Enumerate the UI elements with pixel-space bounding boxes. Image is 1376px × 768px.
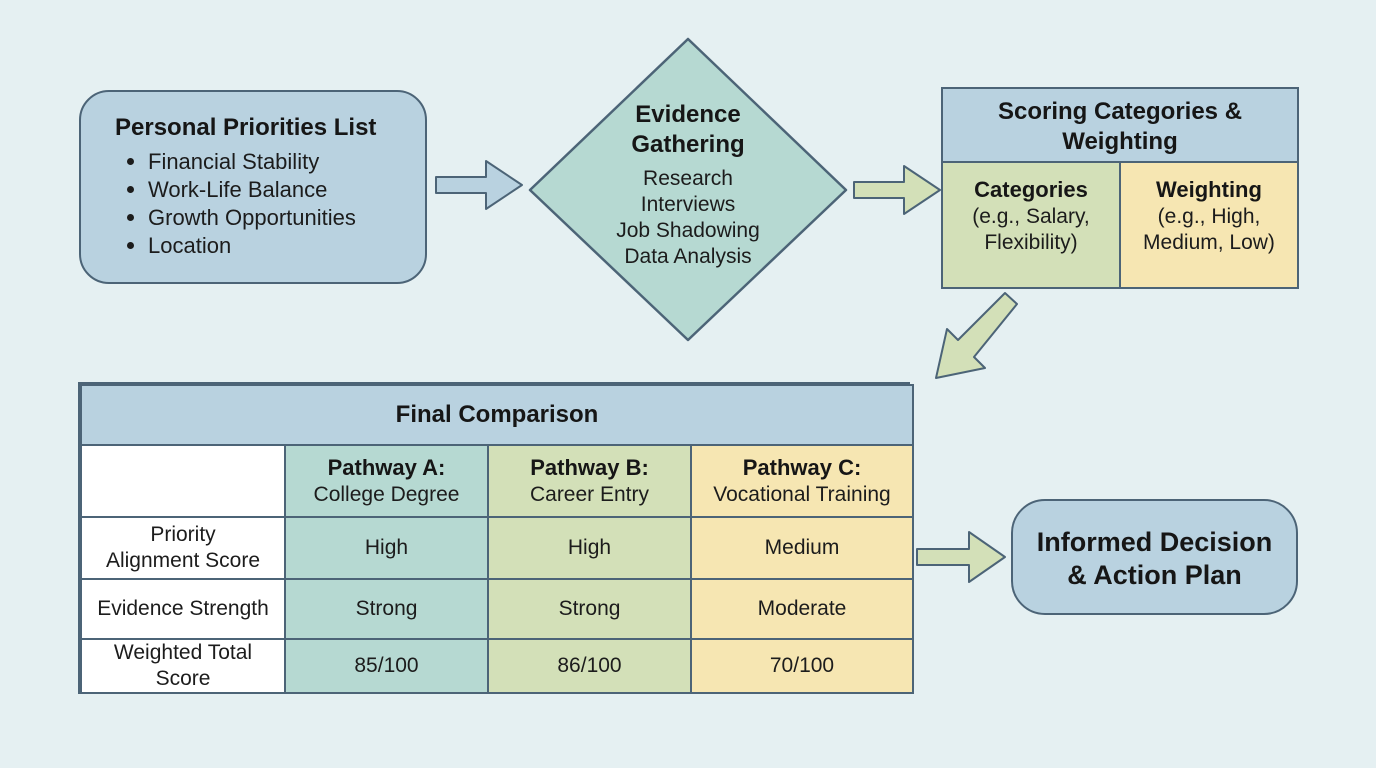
bullet-icon xyxy=(127,185,134,193)
pathway-name: Pathway B: xyxy=(530,454,649,480)
row-label: Weighted Total Score xyxy=(80,638,286,694)
table-row: Weighted Total Score 85/100 86/100 70/10… xyxy=(80,638,914,694)
pathway-c-header: Pathway C: Vocational Training xyxy=(690,444,914,518)
pathway-desc: Career Entry xyxy=(529,482,650,506)
evidence-item: Interviews xyxy=(640,193,736,216)
row-label-line: Weighted Total xyxy=(113,641,253,664)
table-cell: 85/100 xyxy=(284,638,489,694)
bullet-icon xyxy=(127,241,134,249)
priority-item: Growth Opportunities xyxy=(127,204,425,232)
decision-line2: & Action Plan xyxy=(1067,560,1242,590)
table-cell: 86/100 xyxy=(487,638,692,694)
evidence-diamond-shape xyxy=(528,37,848,342)
arrow-right-icon xyxy=(435,160,523,210)
priority-label: Location xyxy=(148,233,232,258)
final-comparison-table: Final Comparison Pathway A: College Degr… xyxy=(78,382,914,694)
arrow-right-icon xyxy=(853,165,941,215)
row-label-line: Score xyxy=(155,667,211,690)
pathway-a-header: Pathway A: College Degree xyxy=(284,444,489,518)
evidence-title-line2: Gathering xyxy=(631,131,745,158)
bullet-icon xyxy=(127,213,134,221)
final-comparison-title: Final Comparison xyxy=(80,384,914,446)
row-label-line: Priority xyxy=(150,523,216,546)
bullet-icon xyxy=(127,157,134,165)
categories-cell: Categories (e.g., Salary, Flexibility) xyxy=(943,163,1121,287)
priority-item: Work-Life Balance xyxy=(127,176,425,204)
weighting-title: Weighting xyxy=(1156,177,1262,202)
priority-label: Work-Life Balance xyxy=(148,177,328,202)
pathway-name: Pathway A: xyxy=(327,454,446,480)
priorities-list: Financial Stability Work-Life Balance Gr… xyxy=(115,148,425,260)
row-label-line: Alignment Score xyxy=(105,549,261,572)
row-label: Evidence Strength xyxy=(80,578,286,640)
decision-line1: Informed Decision xyxy=(1036,527,1273,557)
row-label: Priority Alignment Score xyxy=(80,516,286,580)
table-cell: Strong xyxy=(284,578,489,640)
categories-title: Categories xyxy=(974,177,1088,202)
scoring-title: Scoring Categories & Weighting xyxy=(943,89,1297,163)
informed-decision-box: Informed Decision & Action Plan xyxy=(1011,499,1298,615)
table-cell: Medium xyxy=(690,516,914,580)
table-row: Evidence Strength Strong Strong Moderate xyxy=(80,578,914,640)
table-cell: Strong xyxy=(487,578,692,640)
pathway-desc: Vocational Training xyxy=(713,482,891,506)
evidence-item: Job Shadowing xyxy=(616,219,760,242)
weighting-text: Medium, Low) xyxy=(1143,231,1275,254)
priorities-title: Personal Priorities List xyxy=(115,114,377,141)
personal-priorities-box: Personal Priorities List Financial Stabi… xyxy=(79,90,427,284)
evidence-item: Data Analysis xyxy=(624,245,752,268)
scoring-categories-box: Scoring Categories & Weighting Categorie… xyxy=(941,87,1299,289)
scoring-title-line1: Scoring Categories & xyxy=(997,98,1243,125)
priority-label: Financial Stability xyxy=(148,149,320,174)
evidence-title-line1: Evidence xyxy=(635,101,741,128)
weighting-text: (e.g., High, xyxy=(1157,205,1261,228)
evidence-gathering: Evidence Gathering Research Interviews J… xyxy=(556,100,820,270)
priority-item: Location xyxy=(127,232,425,260)
categories-text: Flexibility) xyxy=(984,231,1078,254)
scoring-title-line2: Weighting xyxy=(1062,128,1178,155)
table-cell: Moderate xyxy=(690,578,914,640)
table-row: Priority Alignment Score High High Mediu… xyxy=(80,516,914,580)
pathway-desc: College Degree xyxy=(313,482,460,506)
arrow-right-icon xyxy=(916,531,1006,583)
table-cell: High xyxy=(284,516,489,580)
priority-label: Growth Opportunities xyxy=(148,205,356,230)
priority-item: Financial Stability xyxy=(127,148,425,176)
table-cell: 70/100 xyxy=(690,638,914,694)
pathway-b-header: Pathway B: Career Entry xyxy=(487,444,692,518)
categories-text: (e.g., Salary, xyxy=(972,205,1090,228)
pathway-name: Pathway C: xyxy=(742,454,862,480)
weighting-cell: Weighting (e.g., High, Medium, Low) xyxy=(1121,163,1297,287)
empty-header-cell xyxy=(80,444,286,518)
evidence-item: Research xyxy=(643,167,733,190)
table-cell: High xyxy=(487,516,692,580)
arrow-down-left-icon xyxy=(935,292,1018,379)
